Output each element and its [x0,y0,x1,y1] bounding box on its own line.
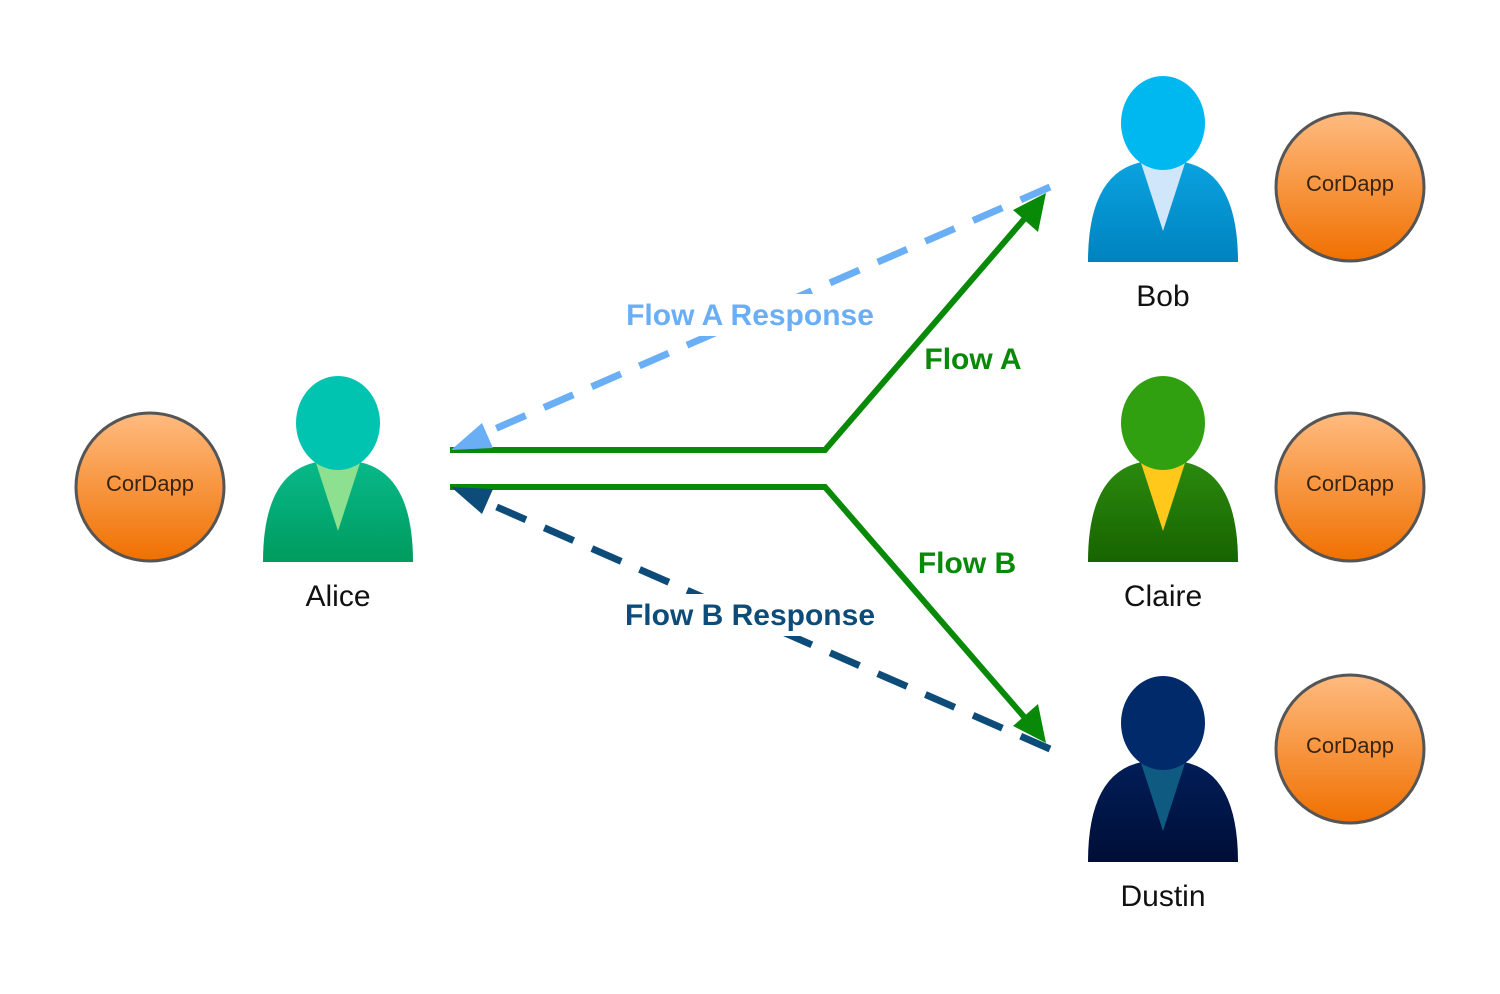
dustin-tie [1141,763,1185,831]
cordapp-circle [74,411,226,563]
cordapp-label: CorDapp [1306,733,1394,758]
bob-tie [1141,163,1185,231]
flow-a-response-label: Flow A Response [626,299,874,332]
cordapp-circle [1274,673,1426,825]
bob-head [1121,76,1205,170]
cordapp-alice: CorDapp [74,411,226,563]
flow-b-response-arrowhead [451,487,493,514]
flow-a-response-label-bg [608,294,892,336]
flow-b-response-label-bg [608,594,892,636]
flow-b-label: Flow B [918,547,1016,580]
dustin-person-icon [1088,676,1238,862]
alice-tie [316,463,360,531]
alice-head [296,376,380,470]
claire-person-icon [1088,376,1238,562]
flow-a-label: Flow A [924,343,1021,376]
cordapp-circle [1274,111,1426,263]
flow-a-arrow [450,193,1046,453]
flow-b-line [450,484,1035,728]
cordapp-label: CorDapp [1306,171,1394,196]
cordapp-label: CorDapp [106,471,194,496]
alice-label: Alice [305,580,370,613]
flow-a-response-arrowhead [451,423,493,450]
flow-b-arrow [450,484,1046,743]
cordapp-circle [1274,411,1426,563]
claire-tie [1141,463,1185,531]
bob-person-icon [1088,76,1238,262]
cordapp-label: CorDapp [1306,471,1394,496]
claire-head [1121,376,1205,470]
alice-person-icon [263,376,413,562]
flow-a-line [450,208,1035,453]
bob-label: Bob [1136,280,1189,313]
flow-b-arrowhead [1013,704,1046,743]
flow-a-arrowhead [1013,193,1046,232]
cordapp-dustin: CorDapp [1274,673,1426,825]
dustin-label: Dustin [1120,880,1205,913]
claire-label: Claire [1124,580,1202,613]
dustin-head [1121,676,1205,770]
flow-b-response-label: Flow B Response [625,599,875,632]
cordapp-claire: CorDapp [1274,411,1426,563]
cordapp-bob: CorDapp [1274,111,1426,263]
